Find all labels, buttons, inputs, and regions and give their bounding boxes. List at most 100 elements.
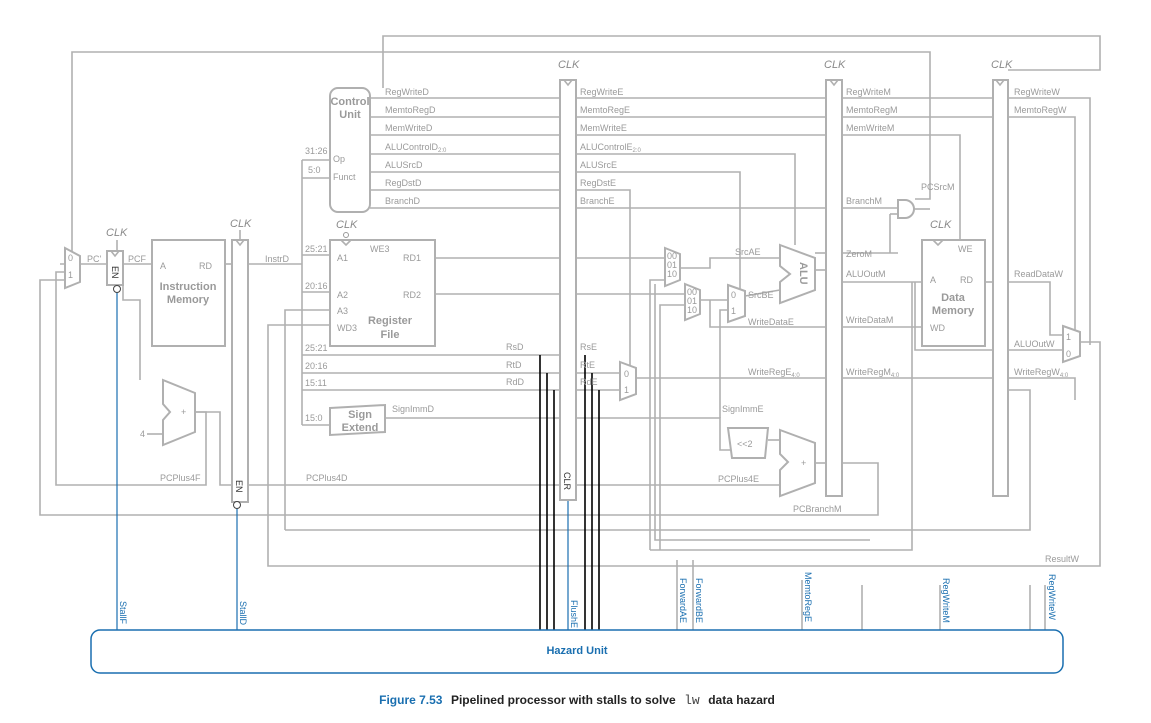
caption-tail: data hazard [708,693,775,707]
aluoutm-label: ALUOutM [846,269,886,279]
ex-mem-register [825,79,843,497]
writeregm-label: WriteRegM4:0 [846,367,900,379]
regdst-d: RegDstD [385,178,422,188]
shift-label: <<2 [737,439,753,449]
fa-01: 01 [667,260,677,270]
instruction-memory [151,239,226,347]
clk-idex: CLK [558,59,580,71]
control-unit [329,87,371,213]
pc-plus4-adder [162,378,196,447]
regdst-mux-0: 0 [624,369,629,379]
dmem-we: WE [958,244,973,254]
bits-funct: 5:0 [308,165,321,175]
rf-wd3: WD3 [337,323,357,333]
sign-extend-line2: Extend [342,422,379,434]
alusrc-mux-1: 1 [731,306,736,316]
pc-mux [64,246,81,290]
clk-exmem: CLK [824,59,846,71]
dmem-a: A [930,275,936,285]
memtoreg-w: MemtoRegW [1014,105,1067,115]
control-unit-title1: Control [330,96,369,108]
bits-rt: 20:16 [305,361,328,371]
forward-a-mux [664,246,681,288]
memtorege-label: MemtoRegE [803,572,813,622]
wb-mux-0: 0 [1066,349,1071,359]
register-file [329,239,436,347]
forward-b-mux [684,282,701,322]
resultw-label: ResultW [1045,554,1080,564]
regwritew-label: RegWriteW [1047,574,1057,620]
alusrc-d: ALUSrcD [385,160,423,170]
const-four: 4 [140,429,145,439]
caption-code: lw [684,693,700,708]
instrd-label: InstrD [265,254,290,264]
writedatae-label: WriteDataE [748,317,794,327]
fa-10: 10 [667,269,677,279]
imem-a: A [160,261,166,271]
regdst-mux [619,360,637,402]
shift-left-2 [726,427,770,459]
alu-label: ALU [797,262,809,285]
dmem-rd: RD [960,275,973,285]
control-funct: Funct [333,172,356,182]
flushe-label: FlushE [569,600,579,628]
control-op: Op [333,154,345,164]
dmem-title2: Memory [932,305,975,317]
srcae-label: SrcAE [735,247,761,257]
wires [39,35,1101,630]
clk-regfile: CLK [336,219,358,231]
rsd-label: RsD [506,342,524,352]
alucontrol-d: ALUControlD2:0 [385,142,447,154]
branch-adder-plus: + [801,458,806,468]
rf-title1: Register [368,315,413,327]
regwrite-e: RegWriteE [580,87,623,97]
rf-a3: A3 [337,306,348,316]
figure-caption: Figure 7.53 Pipelined processor with sta… [379,691,775,708]
hazard-control-wires [116,289,569,630]
clk-memwb: CLK [991,59,1013,71]
if-id-register [231,239,249,503]
hazard-unit-title: Hazard Unit [546,645,607,657]
ifid-en: EN [234,480,244,493]
writedatam-label: WriteDataM [846,315,893,325]
stallf-label: StallF [118,601,128,625]
memtoreg-d: MemtoRegD [385,105,436,115]
fb-10: 10 [687,305,697,315]
rf-rd1: RD1 [403,253,421,263]
bits-rs: 25:21 [305,343,328,353]
pcf-label: PCF [128,254,147,264]
regdst-mux-1: 1 [624,385,629,395]
pcbranchm-label: PCBranchM [793,504,842,514]
forwardae-label: ForwardAE [678,578,688,623]
signimme-label: SignImmE [722,404,764,414]
srcbe-label: SrcBE [748,290,774,300]
alusrc-e: ALUSrcE [580,160,617,170]
regwrite-m: RegWriteM [846,87,891,97]
sign-extend [329,403,386,437]
alusrc-mux-0: 0 [731,290,736,300]
pcplus4e-label: PCPlus4E [718,474,759,484]
bits-a1: 25:21 [305,244,328,254]
adder-plus: + [181,407,186,417]
regdst-e: RegDstE [580,178,616,188]
memtoreg-e: MemtoRegE [580,105,630,115]
rf-title2: File [381,329,400,341]
imem-title2: Memory [167,294,210,306]
branch-e: BranchE [580,196,615,206]
idex-clr: CLR [562,472,572,491]
rf-a1: A1 [337,253,348,263]
caption-figure-number: Figure 7.53 [379,693,443,707]
rte-label: RtE [580,360,595,370]
control-unit-title2: Unit [339,109,361,121]
branch-and-gate [897,199,915,219]
branch-adder [779,428,816,498]
pc-mux-1: 1 [68,270,73,280]
dmem-wd: WD [930,323,945,333]
regwrite-w: RegWriteW [1014,87,1060,97]
pcsrcm-label: PCSrcM [921,182,955,192]
fb-01: 01 [687,296,697,306]
regwrite-d: RegWriteD [385,87,429,97]
clk-ifid: CLK [230,218,252,230]
forwardbe-label: ForwardBE [694,578,704,623]
rf-rd2: RD2 [403,290,421,300]
